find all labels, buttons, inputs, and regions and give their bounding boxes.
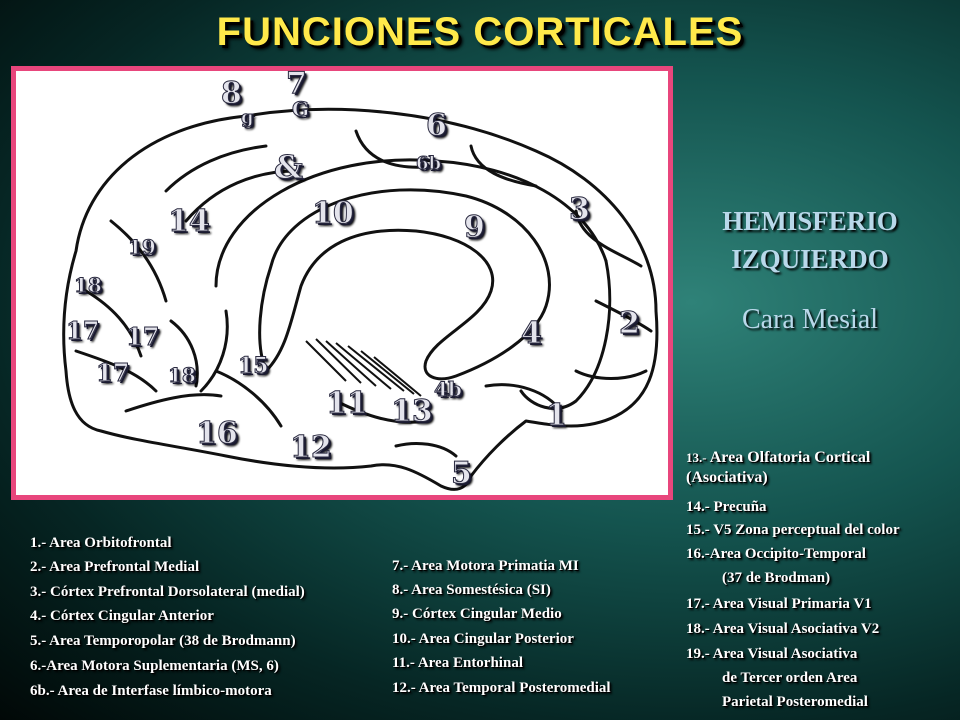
legend-item-15: 15.- V5 Zona perceptual del color <box>686 522 900 538</box>
label-13: 13 <box>391 394 434 429</box>
label-19: 19 <box>128 235 157 259</box>
legend-item-13: 13.- Area Olfatoria Cortical <box>686 449 870 467</box>
label-5: 5 <box>451 456 473 491</box>
legend-item-16-cont: (37 de Brodman) <box>722 570 831 586</box>
label-12: 12 <box>290 430 333 465</box>
legend-item-5: 5.- Area Temporopolar (38 de Brodmann) <box>30 633 296 649</box>
brain-diagram-frame: 8 g 7 G & 6 6b 10 14 9 3 19 18 17 17 17 … <box>11 66 673 500</box>
page-title: FUNCIONES CORTICALES <box>216 10 744 54</box>
legend-item-19-cont2: Parietal Posteromedial <box>722 694 868 710</box>
legend-item-13-cont: (Asociativa) <box>686 469 768 486</box>
brain-mesial-drawing <box>62 107 659 491</box>
hemisphere-line1: HEMISFERIO <box>722 206 898 236</box>
legend-item-11: 11.- Area Entorhinal <box>392 655 523 671</box>
label-14: 14 <box>168 204 211 239</box>
label-17-middle: 17 <box>125 322 160 351</box>
label-17-lower: 17 <box>95 358 130 387</box>
label-6: 6 <box>426 108 448 143</box>
label-18-lower: 18 <box>168 363 197 387</box>
label-ampersand: & <box>274 148 304 186</box>
legend-item-8: 8.- Area Somestésica (SI) <box>392 582 551 598</box>
label-9: 9 <box>464 210 486 245</box>
hemisphere-view: Cara Mesial <box>741 304 879 335</box>
label-8: 8 <box>221 76 243 111</box>
legend-item-10: 10.- Area Cingular Posterior <box>392 631 574 647</box>
label-10: 10 <box>312 196 355 231</box>
legend-item-9: 9.- Córtex Cingular Medio <box>392 606 562 622</box>
legend-item-18: 18.- Area Visual Asociativa V2 <box>686 621 880 637</box>
label-1: 1 <box>546 398 568 433</box>
legend-item-12: 12.- Area Temporal Posteromedial <box>392 680 611 696</box>
label-4: 4 <box>521 316 543 351</box>
legend-item-3: 3.- Córtex Prefrontal Dorsolateral (medi… <box>30 584 305 600</box>
label-3: 3 <box>569 192 591 227</box>
legend-item-6b: 6b.- Area de Interfase límbico-motora <box>30 683 272 699</box>
legend-item-19: 19.- Area Visual Asociativa <box>686 646 858 662</box>
legend-item-19-cont1: de Tercer orden Area <box>722 670 858 686</box>
label-15: 15 <box>238 353 270 379</box>
label-16: 16 <box>196 416 239 451</box>
legend-item-7: 7.- Area Motora Primatia MI <box>392 558 579 574</box>
label-g-small: g <box>241 107 255 128</box>
label-2: 2 <box>619 306 641 341</box>
legend-item-1: 1.- Area Orbitofrontal <box>30 535 172 551</box>
legend-item-14: 14.- Precuña <box>686 499 767 515</box>
label-17-left: 17 <box>65 316 100 345</box>
legend-item-17: 17.- Area Visual Primaria V1 <box>686 596 872 612</box>
legend-item-2: 2.- Area Prefrontal Medial <box>30 559 200 575</box>
legend-13-prefix: 13.- <box>686 450 707 465</box>
label-7: 7 <box>286 66 308 101</box>
label-4b: 4b <box>434 377 463 401</box>
legend-item-4: 4.- Córtex Cingular Anterior <box>30 608 214 624</box>
legend-13-text: Area Olfatoria Cortical <box>709 449 871 466</box>
legend-item-16: 16.-Area Occipito-Temporal <box>686 546 866 562</box>
label-6b: 6b <box>415 153 442 174</box>
legend-item-6: 6.-Area Motora Suplementaria (MS, 6) <box>30 658 279 674</box>
hemisphere-line2: IZQUIERDO <box>731 244 889 274</box>
label-18-upper: 18 <box>74 273 103 297</box>
label-11: 11 <box>326 386 369 421</box>
label-G: G <box>291 97 310 121</box>
